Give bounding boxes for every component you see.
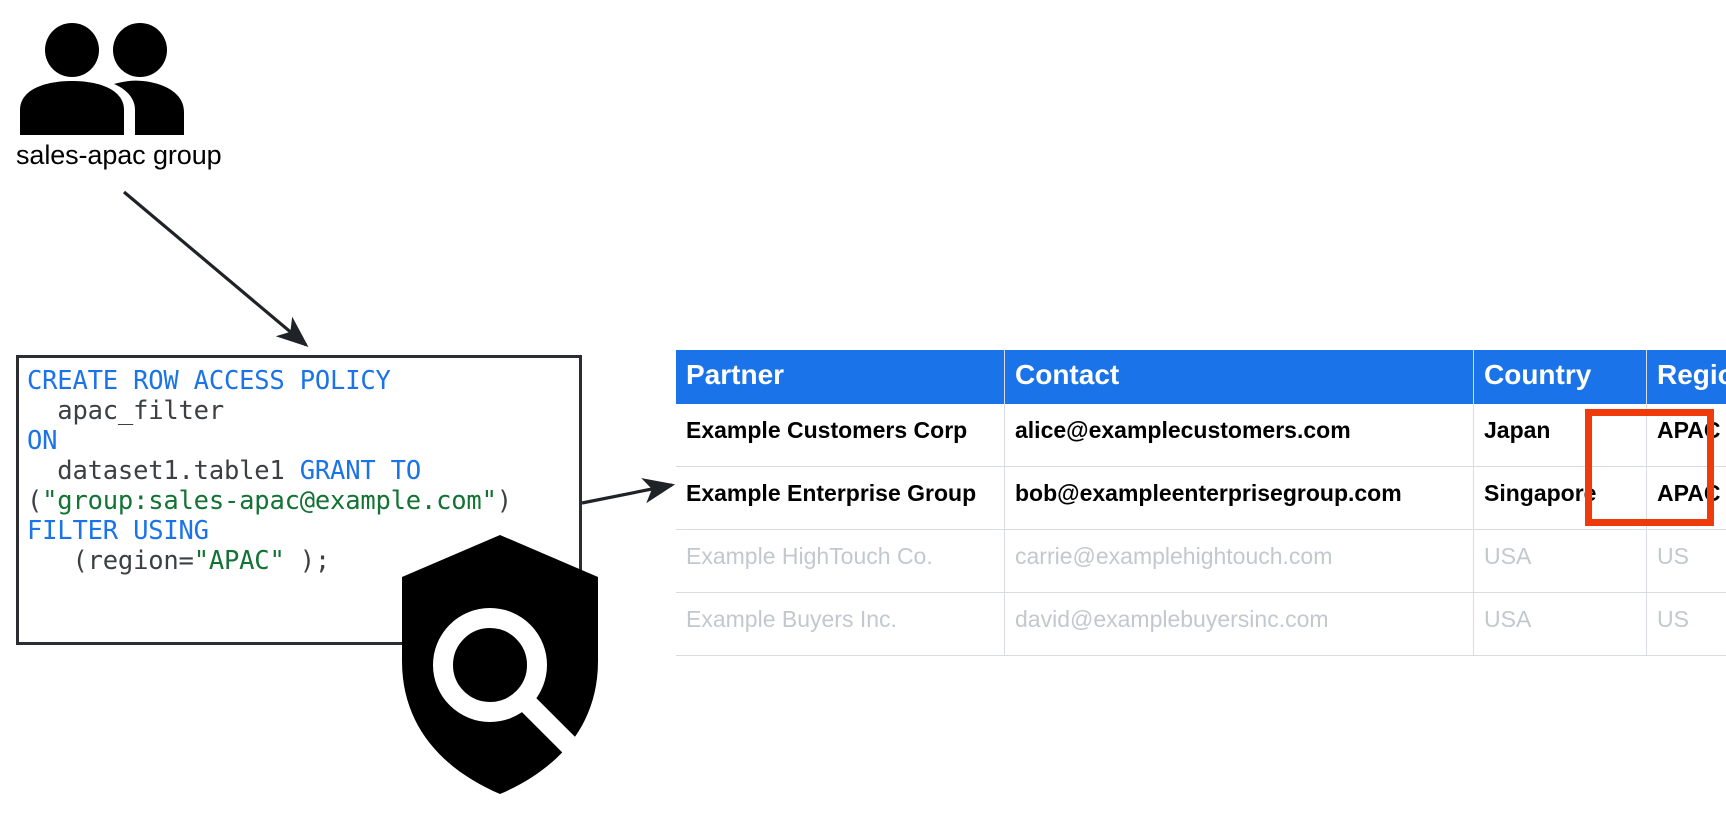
cell-partner: Example Customers Corp [676,404,1005,468]
partner-table: Partner Contact Country Region Example C… [676,350,1726,657]
cell-partner: Example Buyers Inc. [676,592,1005,657]
column-header-partner[interactable]: Partner [676,350,1005,405]
cell-contact: carrie@examplehightouch.com [1004,529,1474,594]
cell-region: US [1646,592,1726,657]
table-row[interactable]: Example Enterprise Group bob@exampleente… [676,466,1726,531]
row-access-policy-code-box: CREATE ROW ACCESS POLICY apac_filter ON … [16,355,582,645]
group-node-label: sales-apac group [16,140,222,170]
region-apac-highlight-box [1585,409,1714,526]
table-row[interactable]: Example Customers Corp alice@examplecust… [676,404,1726,468]
cell-country: USA [1473,529,1647,594]
cell-contact: bob@exampleenterprisegroup.com [1004,466,1474,531]
column-header-region[interactable]: Region [1646,350,1726,405]
arrow-group-to-policy [122,190,309,348]
column-header-country[interactable]: Country [1473,350,1647,405]
column-header-contact[interactable]: Contact [1004,350,1474,405]
cell-partner: Example Enterprise Group [676,466,1005,531]
table-header-row: Partner Contact Country Region [676,350,1726,405]
table-row[interactable]: Example Buyers Inc. david@examplebuyersi… [676,592,1726,657]
arrow-policy-to-table [581,478,676,505]
table-row[interactable]: Example HighTouch Co. carrie@examplehigh… [676,529,1726,594]
cell-country: USA [1473,592,1647,657]
cell-contact: david@examplebuyersinc.com [1004,592,1474,657]
cell-partner: Example HighTouch Co. [676,529,1005,594]
policy-sql-code: CREATE ROW ACCESS POLICY apac_filter ON … [27,366,512,576]
people-group-icon [18,22,208,137]
cell-contact: alice@examplecustomers.com [1004,404,1474,468]
shield-search-icon [398,533,602,797]
cell-country: Singapore [1473,466,1647,531]
cell-region: US [1646,529,1726,594]
